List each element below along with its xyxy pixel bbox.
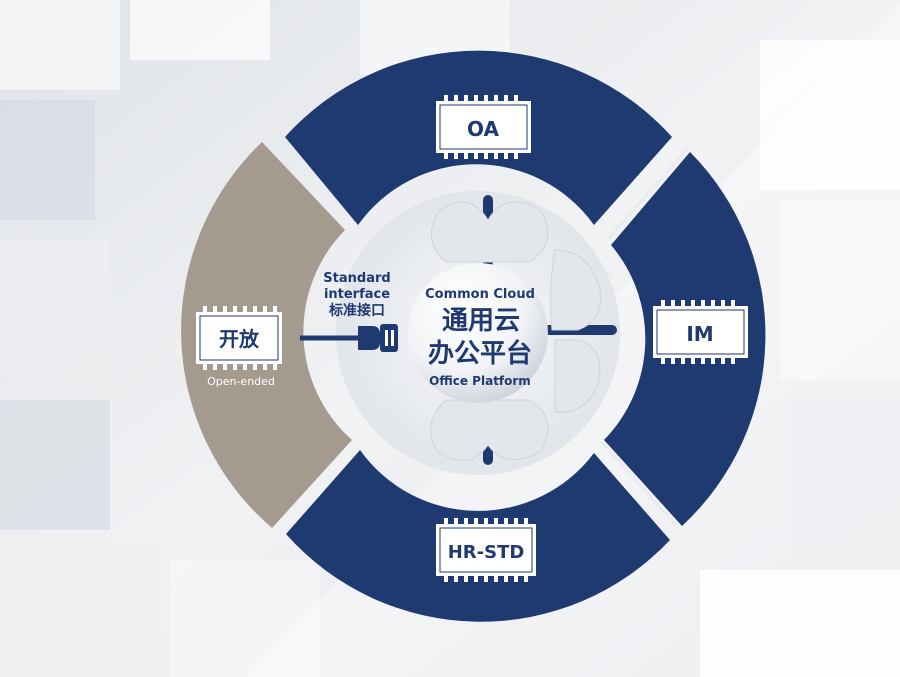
center-title-cn-2: 办公平台 <box>428 338 532 369</box>
interface-label-2: interface <box>324 287 390 302</box>
center-title-cn-1: 通用云 <box>442 306 520 336</box>
chip-pins <box>661 300 735 364</box>
module-label-oa: OA <box>467 117 499 141</box>
chip-pins <box>444 518 528 582</box>
module-chip-im[interactable]: IM <box>653 300 748 364</box>
open-sublabel: Open-ended <box>207 375 275 388</box>
module-chip-oa[interactable]: OA <box>436 95 531 159</box>
module-label-hr: HR-STD <box>448 542 525 563</box>
module-label-open: 开放 <box>219 327 260 351</box>
spoke-pads <box>430 201 602 461</box>
module-chip-hr[interactable]: HR-STD <box>436 518 536 582</box>
chip-pins <box>444 95 518 159</box>
center-title-en: Common Cloud <box>425 287 535 302</box>
interface-label-1: Standard <box>323 271 390 286</box>
chip-pins <box>203 306 277 370</box>
interface-label-3: 标准接口 <box>328 302 385 319</box>
center-sphere <box>408 263 548 403</box>
center-subtitle-en: Office Platform <box>429 374 531 388</box>
interface-plug <box>300 324 398 352</box>
module-chip-open[interactable]: 开放 <box>196 306 282 370</box>
module-label-im: IM <box>686 322 713 346</box>
